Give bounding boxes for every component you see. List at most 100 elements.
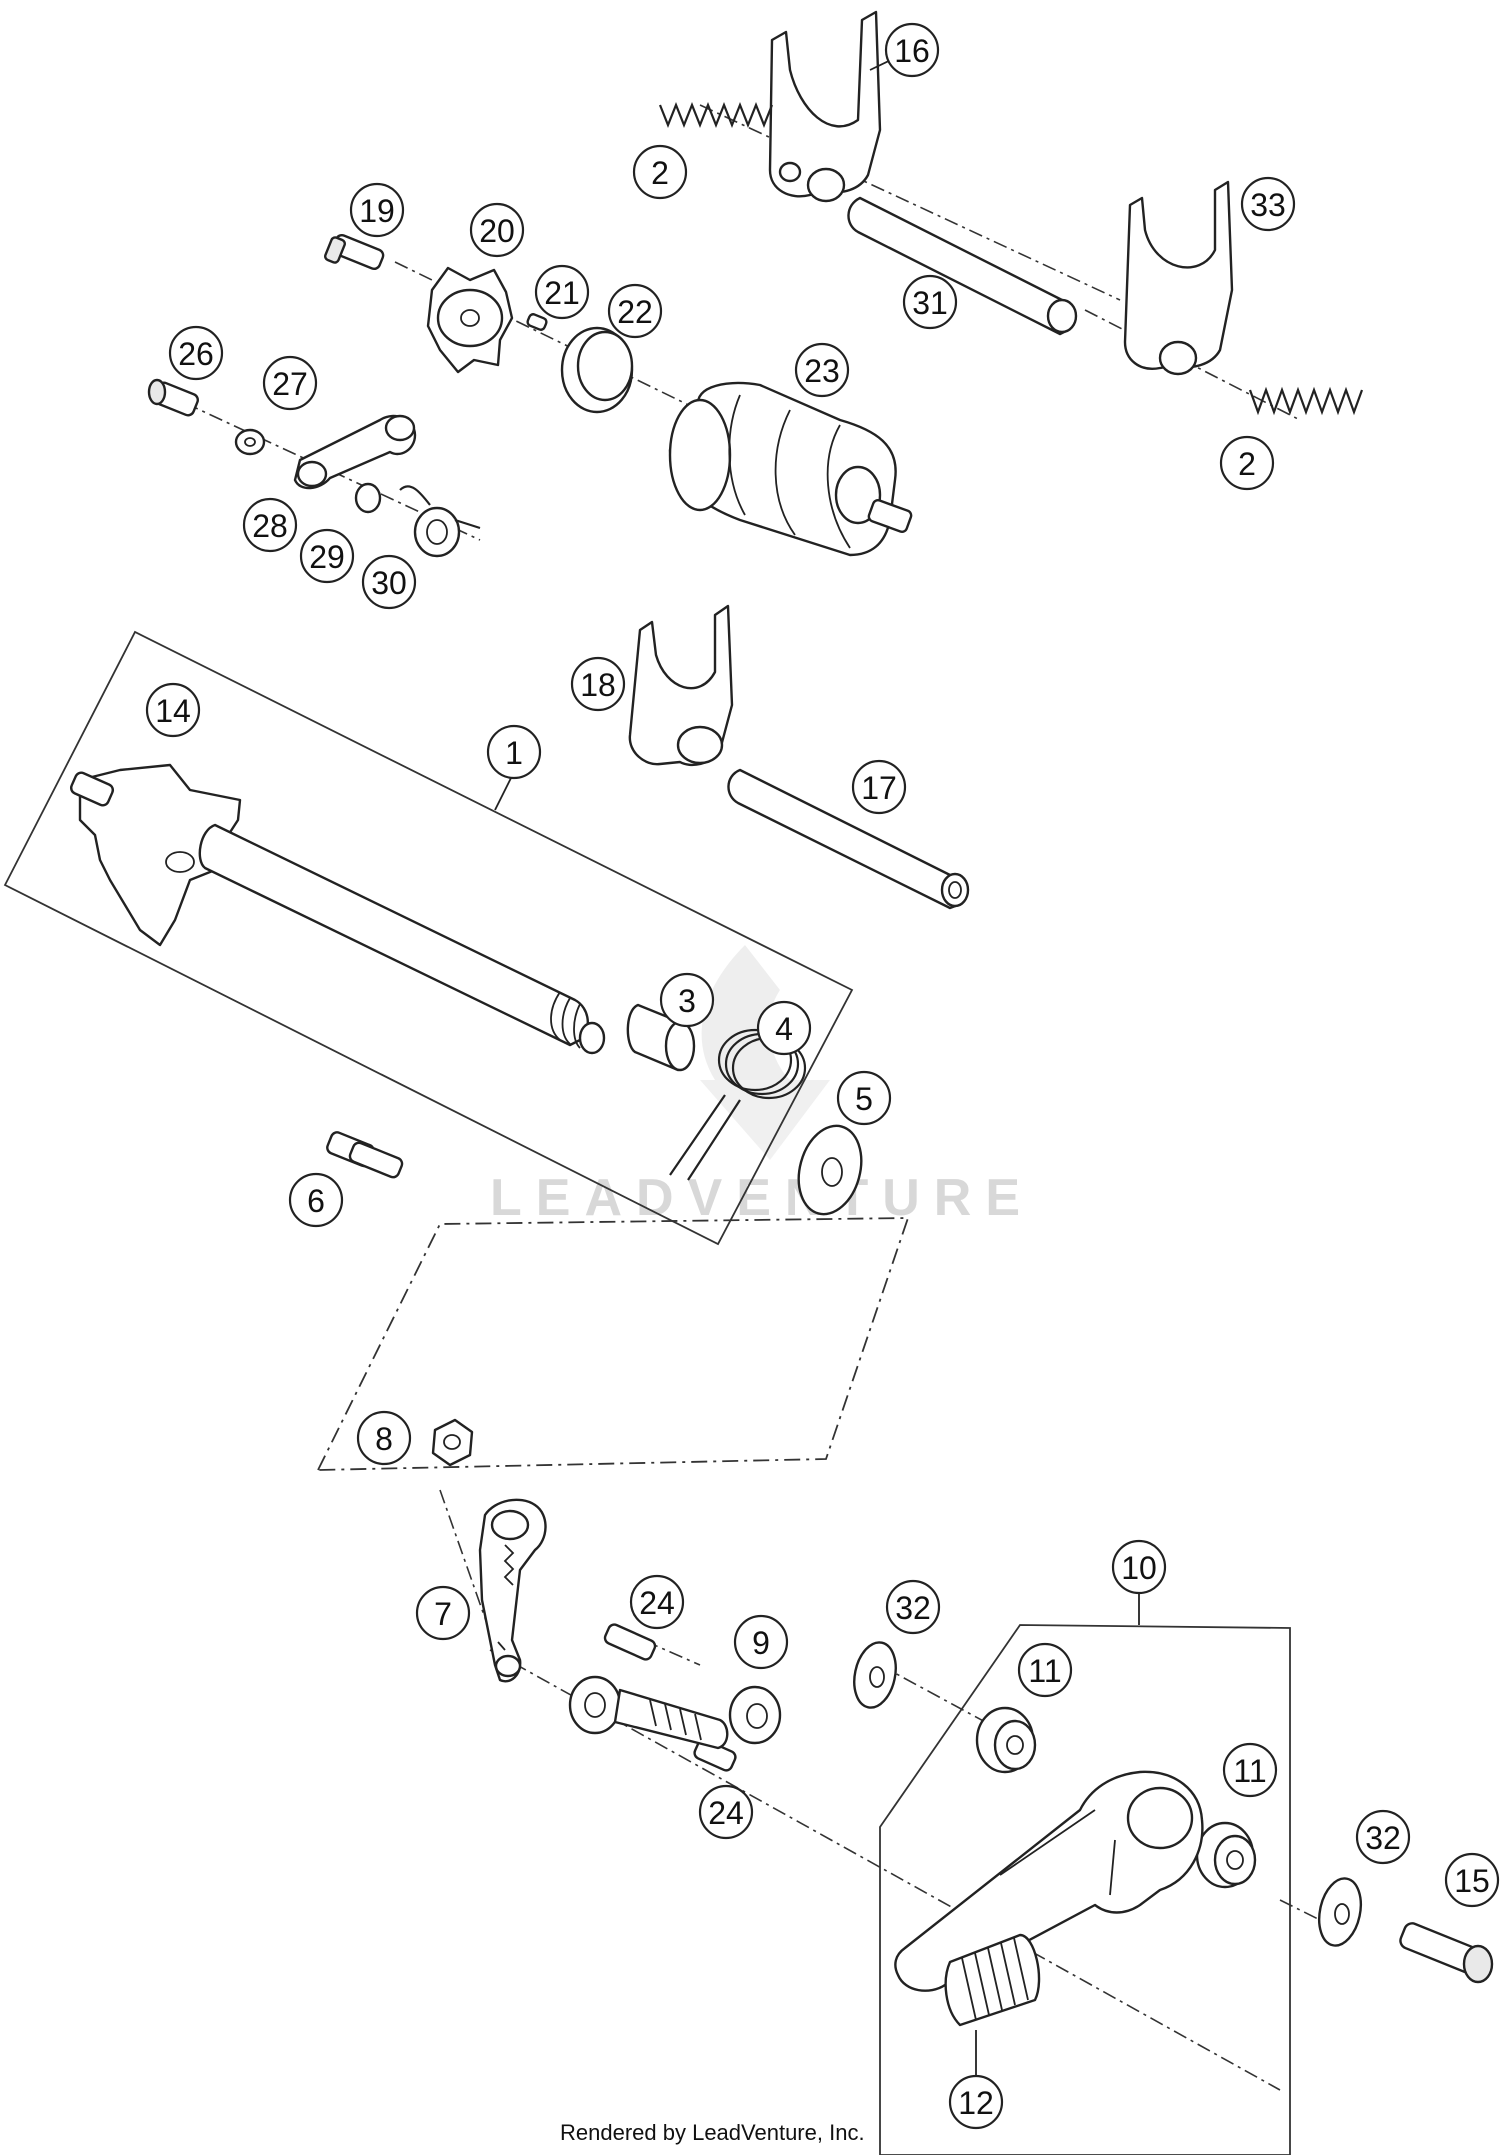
callout-6: 6 [288,1172,344,1228]
callout-30: 30 [361,554,417,610]
callout-circle [632,144,688,200]
callout-3: 3 [659,972,715,1028]
callout-circle [884,22,940,78]
callout-2: 2 [1219,435,1275,491]
callout-number: 26 [178,336,214,372]
callout-28: 28 [242,497,298,553]
callout-33: 33 [1240,176,1296,232]
callout-number: 33 [1250,187,1286,223]
callout-7: 7 [415,1585,471,1641]
callout-number: 30 [371,565,407,601]
callout-5: 5 [836,1070,892,1126]
callout-17: 17 [851,759,907,815]
callout-number: 12 [958,2085,994,2121]
callout-number: 22 [617,294,653,330]
callout-1: 1 [486,724,542,780]
shift-fork-18 [628,604,734,766]
callout-11: 11 [1017,1642,1073,1698]
callout-circle [534,264,590,320]
callout-circle [356,1410,412,1466]
callout-circle [570,656,626,712]
callout-8: 8 [356,1410,412,1466]
watermark-text: LEADVENTURE [490,1169,1034,1227]
bearing-22 [560,326,634,414]
callout-4: 4 [756,1000,812,1056]
pin-21 [526,313,548,331]
callout-circle [242,497,298,553]
watermark-logo [700,945,830,1160]
callout-circle [1240,176,1296,232]
callout-number: 11 [1028,1653,1061,1689]
locking-lever-27 [234,414,417,490]
callout-circle [145,682,201,738]
callout-circle [902,274,958,330]
shift-linkage-7 [478,1498,547,1683]
washer-29 [354,482,382,514]
shift-rail-17 [727,768,970,910]
callout-circle [948,2074,1004,2130]
callout-15: 15 [1444,1852,1500,1908]
bolt-26 [147,378,199,417]
callout-circle [168,325,224,381]
shift-lever-10 [894,1770,1204,1992]
callout-19: 19 [349,182,405,238]
callout-29: 29 [299,528,355,584]
shift-rail-31 [847,196,1078,336]
bearing-11-right [1195,1821,1257,1889]
shift-star-20 [426,266,514,374]
spring-2-top [658,102,774,128]
callout-18: 18 [570,656,626,712]
callout-number: 19 [359,193,395,229]
callout-number: 10 [1121,1550,1157,1586]
callout-number: 4 [775,1011,793,1047]
shift-drum-23 [668,381,913,557]
credit-text: Rendered by LeadVenture, Inc. [560,2120,865,2145]
callout-20: 20 [469,202,525,258]
callout-number: 29 [309,539,345,575]
callout-12: 12 [948,2074,1004,2130]
callout-circle [756,1000,812,1056]
callout-circle [659,972,715,1028]
callout-21: 21 [534,264,590,320]
callout-number: 32 [1365,1820,1401,1856]
callout-number: 24 [708,1795,744,1831]
washer-32-left [853,1641,897,1709]
callout-number: 18 [580,667,616,703]
shift-fork-16 [768,10,882,203]
callout-circle [1219,435,1275,491]
callout-number: 3 [678,983,696,1019]
callout-number: 24 [639,1585,675,1621]
callout-circle [299,528,355,584]
callout-circle [607,283,663,339]
callout-number: 32 [895,1590,931,1626]
callout-circle [262,355,318,411]
washer-5 [797,1124,863,1216]
bolt-24-top [603,1623,657,1661]
callout-number: 15 [1454,1863,1490,1899]
callout-number: 28 [252,508,288,544]
shift-fork-33 [1123,180,1234,376]
callout-number: 11 [1233,1753,1266,1789]
callout-circle [349,182,405,238]
callout-circle [733,1614,789,1670]
shift-shaft-assembly-1 [69,763,606,1055]
callout-number: 6 [307,1183,325,1219]
callout-11: 11 [1222,1742,1278,1798]
assembly-box-shift-lever [879,1624,1291,2155]
spring-2-right [1248,386,1364,416]
callout-circle [288,1172,344,1228]
callout-9: 9 [733,1614,789,1670]
callout-32: 32 [1355,1809,1411,1865]
callout-number: 27 [272,366,308,402]
screw-19 [324,233,385,271]
callout-circle [794,342,850,398]
callout-circle [1111,1539,1167,1595]
nut-8 [431,1418,474,1467]
callout-number: 20 [479,213,515,249]
callout-circle [851,759,907,815]
callout-22: 22 [607,283,663,339]
bolt-15 [1399,1922,1494,1984]
callout-24: 24 [629,1574,685,1630]
callout-circle [1355,1809,1411,1865]
